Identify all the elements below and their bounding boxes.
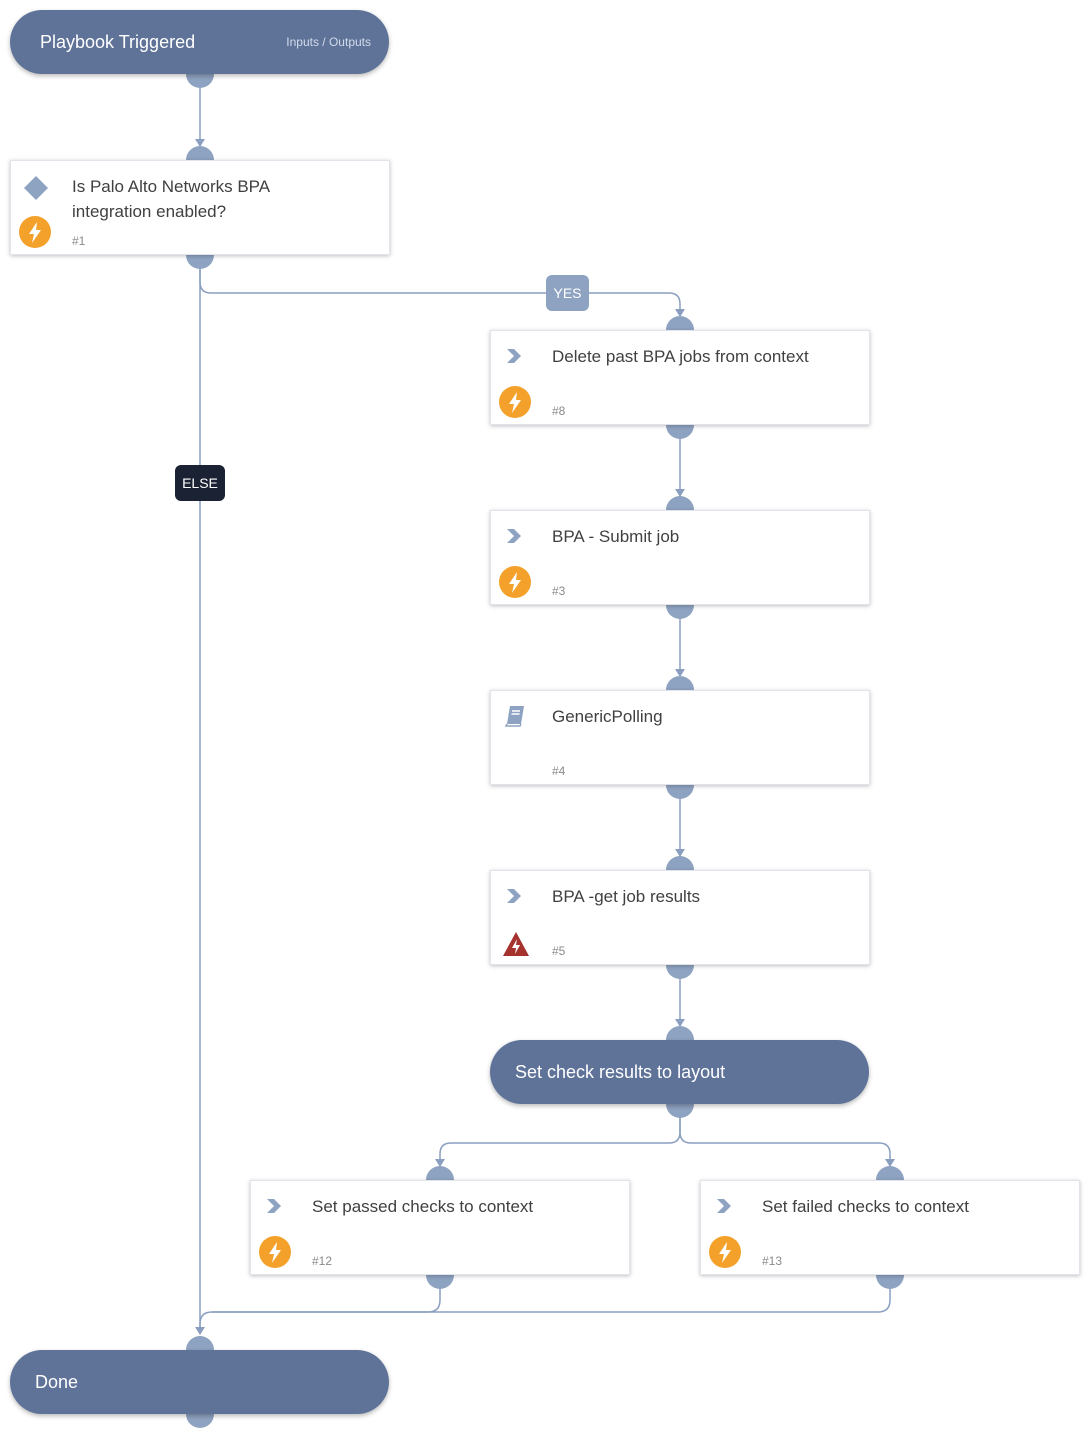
- task-title: BPA -get job results: [552, 887, 701, 906]
- edge-section-to-t13: [679, 1112, 891, 1166]
- else-branch-tag[interactable]: ELSE: [175, 465, 225, 501]
- task-number: #5: [552, 944, 566, 958]
- done-node[interactable]: Done: [10, 1350, 389, 1414]
- chevron-icon: [506, 887, 526, 907]
- task-card-5[interactable]: BPA -get job results #5: [490, 870, 870, 965]
- chevron-icon: [716, 1197, 736, 1217]
- arrowhead: [885, 1159, 895, 1167]
- task-card-8[interactable]: Delete past BPA jobs from context #8: [490, 330, 870, 425]
- end-title: Done: [35, 1371, 79, 1392]
- task-title: Set passed checks to context: [312, 1197, 534, 1216]
- task-title: Set failed checks to context: [762, 1197, 969, 1216]
- task-number: #1: [72, 234, 86, 248]
- task-title: Is Palo Alto Networks BPA integration en…: [72, 177, 270, 221]
- arrowhead: [675, 849, 685, 857]
- inputs-outputs-link[interactable]: Inputs / Outputs: [286, 35, 371, 49]
- task-card-13[interactable]: Set failed checks to context #13: [700, 1180, 1080, 1275]
- task-card-4[interactable]: GenericPolling #4: [490, 690, 870, 785]
- task-card-3[interactable]: BPA - Submit job #3: [490, 510, 870, 605]
- lightning-icon: [259, 1236, 291, 1268]
- start-title: Playbook Triggered: [40, 31, 196, 52]
- task-title: Delete past BPA jobs from context: [552, 347, 809, 366]
- arrowhead: [675, 489, 685, 497]
- edge-t13-to-done: [212, 1282, 891, 1313]
- arrowhead: [195, 1327, 205, 1335]
- edge-t12-to-done: [199, 1282, 441, 1334]
- task-number: #12: [312, 1254, 333, 1268]
- section-header-node[interactable]: Set check results to layout: [490, 1040, 869, 1104]
- book-icon: [504, 705, 524, 727]
- task-number: #13: [762, 1254, 783, 1268]
- arrowhead: [675, 669, 685, 677]
- arrowhead: [675, 309, 685, 317]
- task-number: #4: [552, 764, 566, 778]
- lightning-icon: [709, 1236, 741, 1268]
- chevron-icon: [506, 527, 526, 547]
- arrowhead: [195, 139, 205, 147]
- edge-section-to-t12: [439, 1112, 681, 1166]
- chevron-icon: [506, 347, 526, 367]
- task-title: GenericPolling: [552, 707, 663, 726]
- task-title: BPA - Submit job: [552, 527, 680, 546]
- task-card-12[interactable]: Set passed checks to context #12: [250, 1180, 630, 1275]
- arrowhead: [435, 1159, 445, 1167]
- yes-branch-tag[interactable]: YES: [546, 275, 589, 311]
- lightning-icon: [19, 216, 51, 248]
- task-number: #3: [552, 584, 566, 598]
- lightning-icon: [499, 566, 531, 598]
- chevron-icon: [266, 1197, 286, 1217]
- warning-lightning-icon: [502, 931, 530, 957]
- task-number: #8: [552, 404, 566, 418]
- playbook-triggered-node[interactable]: Playbook Triggered Inputs / Outputs: [10, 10, 389, 74]
- edge-t1-yes-to-t8: [199, 262, 681, 316]
- diamond-icon: [23, 175, 48, 200]
- task-card-1[interactable]: Is Palo Alto Networks BPA integration en…: [10, 160, 390, 255]
- section-title: Set check results to layout: [515, 1061, 726, 1082]
- arrowhead: [675, 1019, 685, 1027]
- lightning-icon: [499, 386, 531, 418]
